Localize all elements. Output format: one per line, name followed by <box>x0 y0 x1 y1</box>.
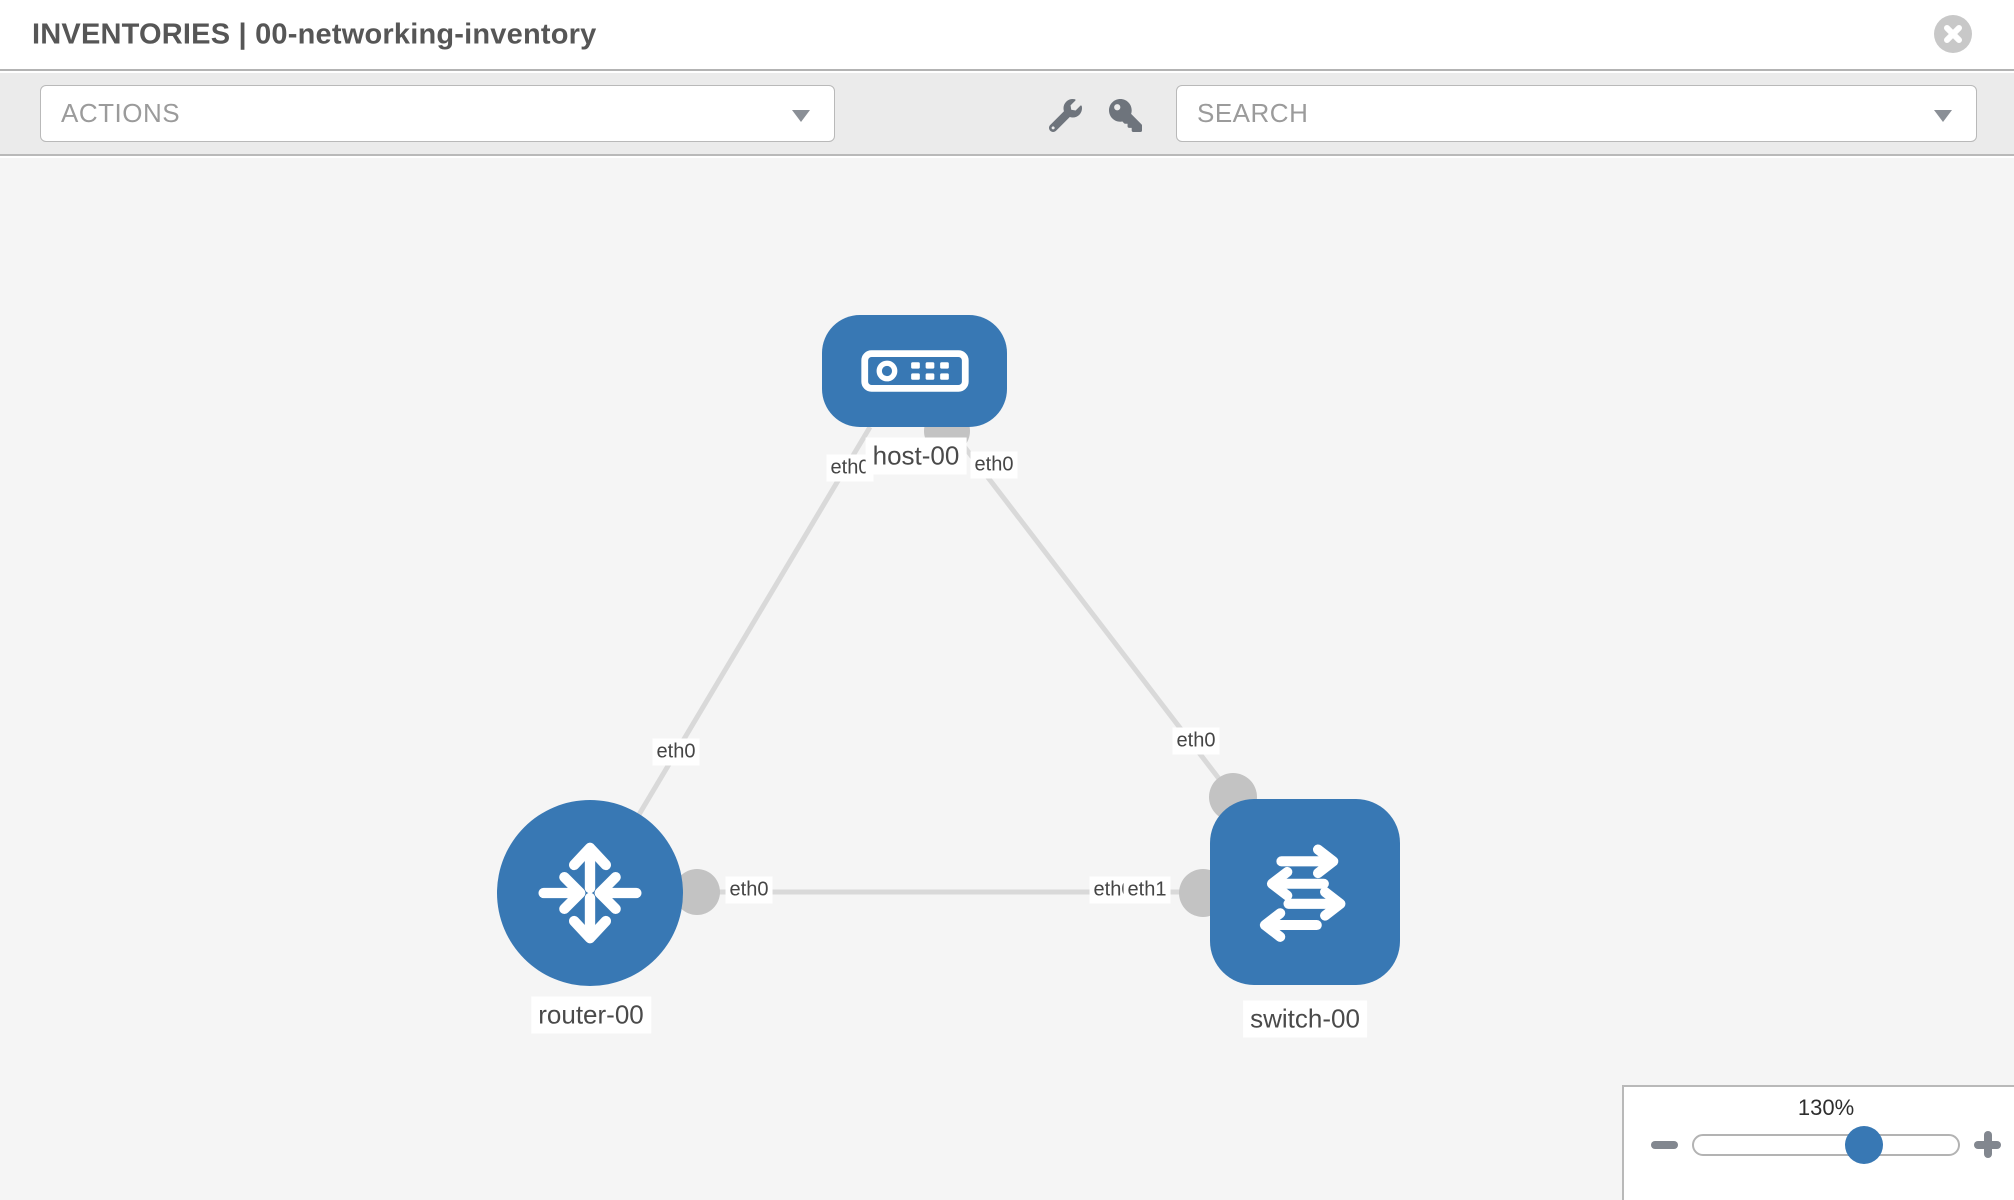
zoom-out-button minus-icon[interactable] <box>1651 1141 1678 1149</box>
node-label-host: host-00 <box>865 437 967 475</box>
topology-links-layer <box>597 408 1257 917</box>
iface-label-router-eth0: eth0 <box>725 876 773 904</box>
endpoint-router-eth0 <box>674 869 720 915</box>
wrench-icon <box>1048 98 1082 132</box>
close-button[interactable] <box>1934 15 1972 53</box>
node-label-router: router-00 <box>531 996 651 1034</box>
close-icon <box>1944 25 1962 43</box>
credentials-button[interactable] <box>1107 97 1143 133</box>
host-icon <box>860 350 969 392</box>
iface-label-switch-eth1: eth1 <box>1123 876 1171 904</box>
page-title: INVENTORIES | 00-networking-inventory <box>32 18 597 50</box>
iface-label-host-eth0-right: eth0 <box>970 451 1018 479</box>
iface-label-switch-eth0: eth0 <box>1172 727 1220 755</box>
iface-label-router-eth0-uplink: eth0 <box>652 738 700 766</box>
actions-dropdown[interactable]: ACTIONS <box>40 85 835 142</box>
node-host-00[interactable] <box>822 315 1007 427</box>
chevron-down-icon <box>1934 110 1952 122</box>
node-label-switch: switch-00 <box>1243 1000 1367 1038</box>
configure-button[interactable] <box>1047 97 1083 133</box>
actions-dropdown-label: ACTIONS <box>61 98 181 128</box>
iface-label-host-eth0-left: eth0 <box>826 454 874 482</box>
node-switch-00[interactable] <box>1210 799 1400 985</box>
zoom-control-panel: 130% <box>1622 1085 2014 1200</box>
search-dropdown[interactable]: SEARCH <box>1176 85 1977 142</box>
zoom-slider-thumb[interactable] <box>1845 1126 1883 1164</box>
zoom-in-button plus-icon[interactable] <box>1974 1131 2001 1158</box>
zoom-slider-track[interactable] <box>1692 1134 1960 1156</box>
search-placeholder: SEARCH <box>1197 98 1309 128</box>
topology-canvas[interactable]: host-00 router-00 switch-00 eth0 eth0 et… <box>0 158 2014 1200</box>
key-icon <box>1108 98 1142 132</box>
node-router-00[interactable] <box>497 800 683 986</box>
toolbar: ACTIONS SEARCH <box>0 73 2014 156</box>
chevron-down-icon <box>792 110 810 122</box>
switch-icon <box>1259 844 1346 942</box>
zoom-level-value: 130% <box>1797 1095 1855 1120</box>
panel-header: INVENTORIES | 00-networking-inventory <box>0 0 2014 71</box>
link-host-router[interactable] <box>597 425 873 882</box>
router-icon <box>538 842 642 944</box>
